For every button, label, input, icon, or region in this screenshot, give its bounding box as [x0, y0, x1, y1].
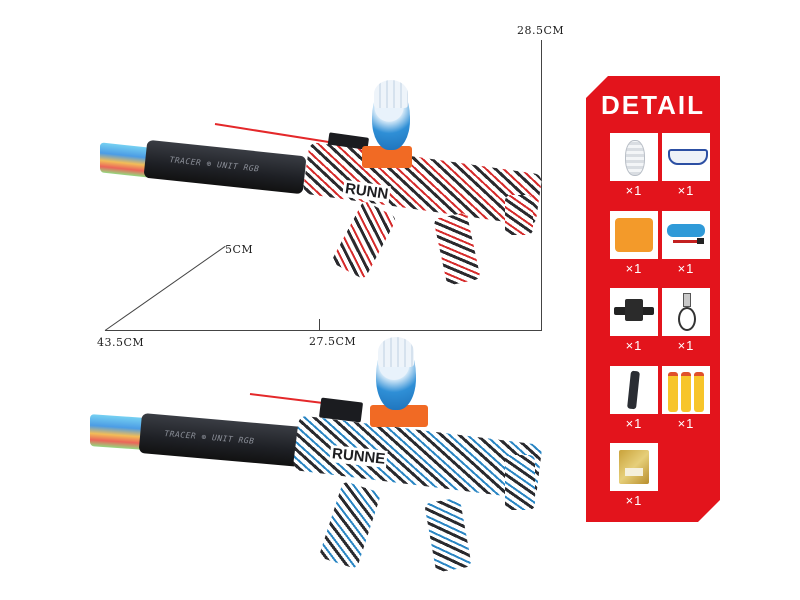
gun-stock [505, 195, 533, 235]
detail-item-goggles: ×1 [662, 133, 710, 198]
detail-item-laser-sight: ×1 [610, 288, 658, 353]
usb-cable-icon [662, 288, 710, 336]
hopper-icon [610, 133, 658, 181]
dimension-width-label: 5CM [225, 243, 254, 256]
dimension-height-label: 28.5CM [517, 24, 565, 37]
silencer-label: TRACER ⊕ UNIT RGB [163, 429, 255, 446]
tracer-glow [90, 414, 145, 450]
goggles-icon [662, 133, 710, 181]
battery-icon [662, 211, 710, 259]
silencer: TRACER ⊕ UNIT RGB [138, 412, 305, 468]
detail-title: DETAIL [601, 90, 705, 120]
dimension-body-length-label: 27.5CM [309, 335, 357, 348]
detail-item-qty: ×1 [677, 183, 695, 198]
hopper-feeder [362, 146, 412, 168]
dimension-line-vertical [541, 40, 542, 330]
detail-item-qty: ×1 [625, 493, 643, 508]
detail-panel: DETAIL ×1 ×1 ×1 ×1 ×1 [586, 76, 720, 522]
product-gun-blue: TRACER ⊕ UNIT RGB RUNNE [90, 337, 543, 573]
detail-item-foam-darts: ×1 [662, 366, 710, 431]
detail-item-qty: ×1 [625, 416, 643, 431]
detail-item-silencer: ×1 [610, 366, 658, 431]
gun-magazine [318, 480, 382, 570]
dimension-total-length-label: 43.5CM [97, 336, 145, 349]
detail-item-qty: ×1 [625, 261, 643, 276]
detail-item-qty: ×1 [625, 183, 643, 198]
detail-item-magazine-feeder: ×1 [610, 211, 658, 276]
product-gun-red: TRACER ⊕ UNIT RGB RUNN [0, 0, 543, 300]
silencer-icon [610, 366, 658, 414]
hopper-cap [374, 80, 408, 108]
gun-stock [505, 455, 535, 510]
feeder-icon [610, 211, 658, 259]
detail-item-usb-cable: ×1 [662, 288, 710, 353]
dimension-line-horizontal [105, 330, 542, 331]
laser-sight-icon [610, 288, 658, 336]
detail-item-qty: ×1 [625, 338, 643, 353]
gel-ball-pack-icon [610, 443, 658, 491]
dimension-tick-27-5 [319, 319, 320, 330]
detail-item-gel-ball-pack: ×1 [610, 443, 658, 508]
hopper-cap [378, 337, 414, 367]
gun-grip [424, 497, 472, 573]
hopper-feeder [370, 405, 428, 427]
detail-item-battery: ×1 [662, 211, 710, 276]
detail-item-qty: ×1 [677, 338, 695, 353]
detail-item-hopper: ×1 [610, 133, 658, 198]
detail-item-qty: ×1 [677, 416, 695, 431]
detail-item-qty: ×1 [677, 261, 695, 276]
foam-darts-icon [662, 366, 710, 414]
